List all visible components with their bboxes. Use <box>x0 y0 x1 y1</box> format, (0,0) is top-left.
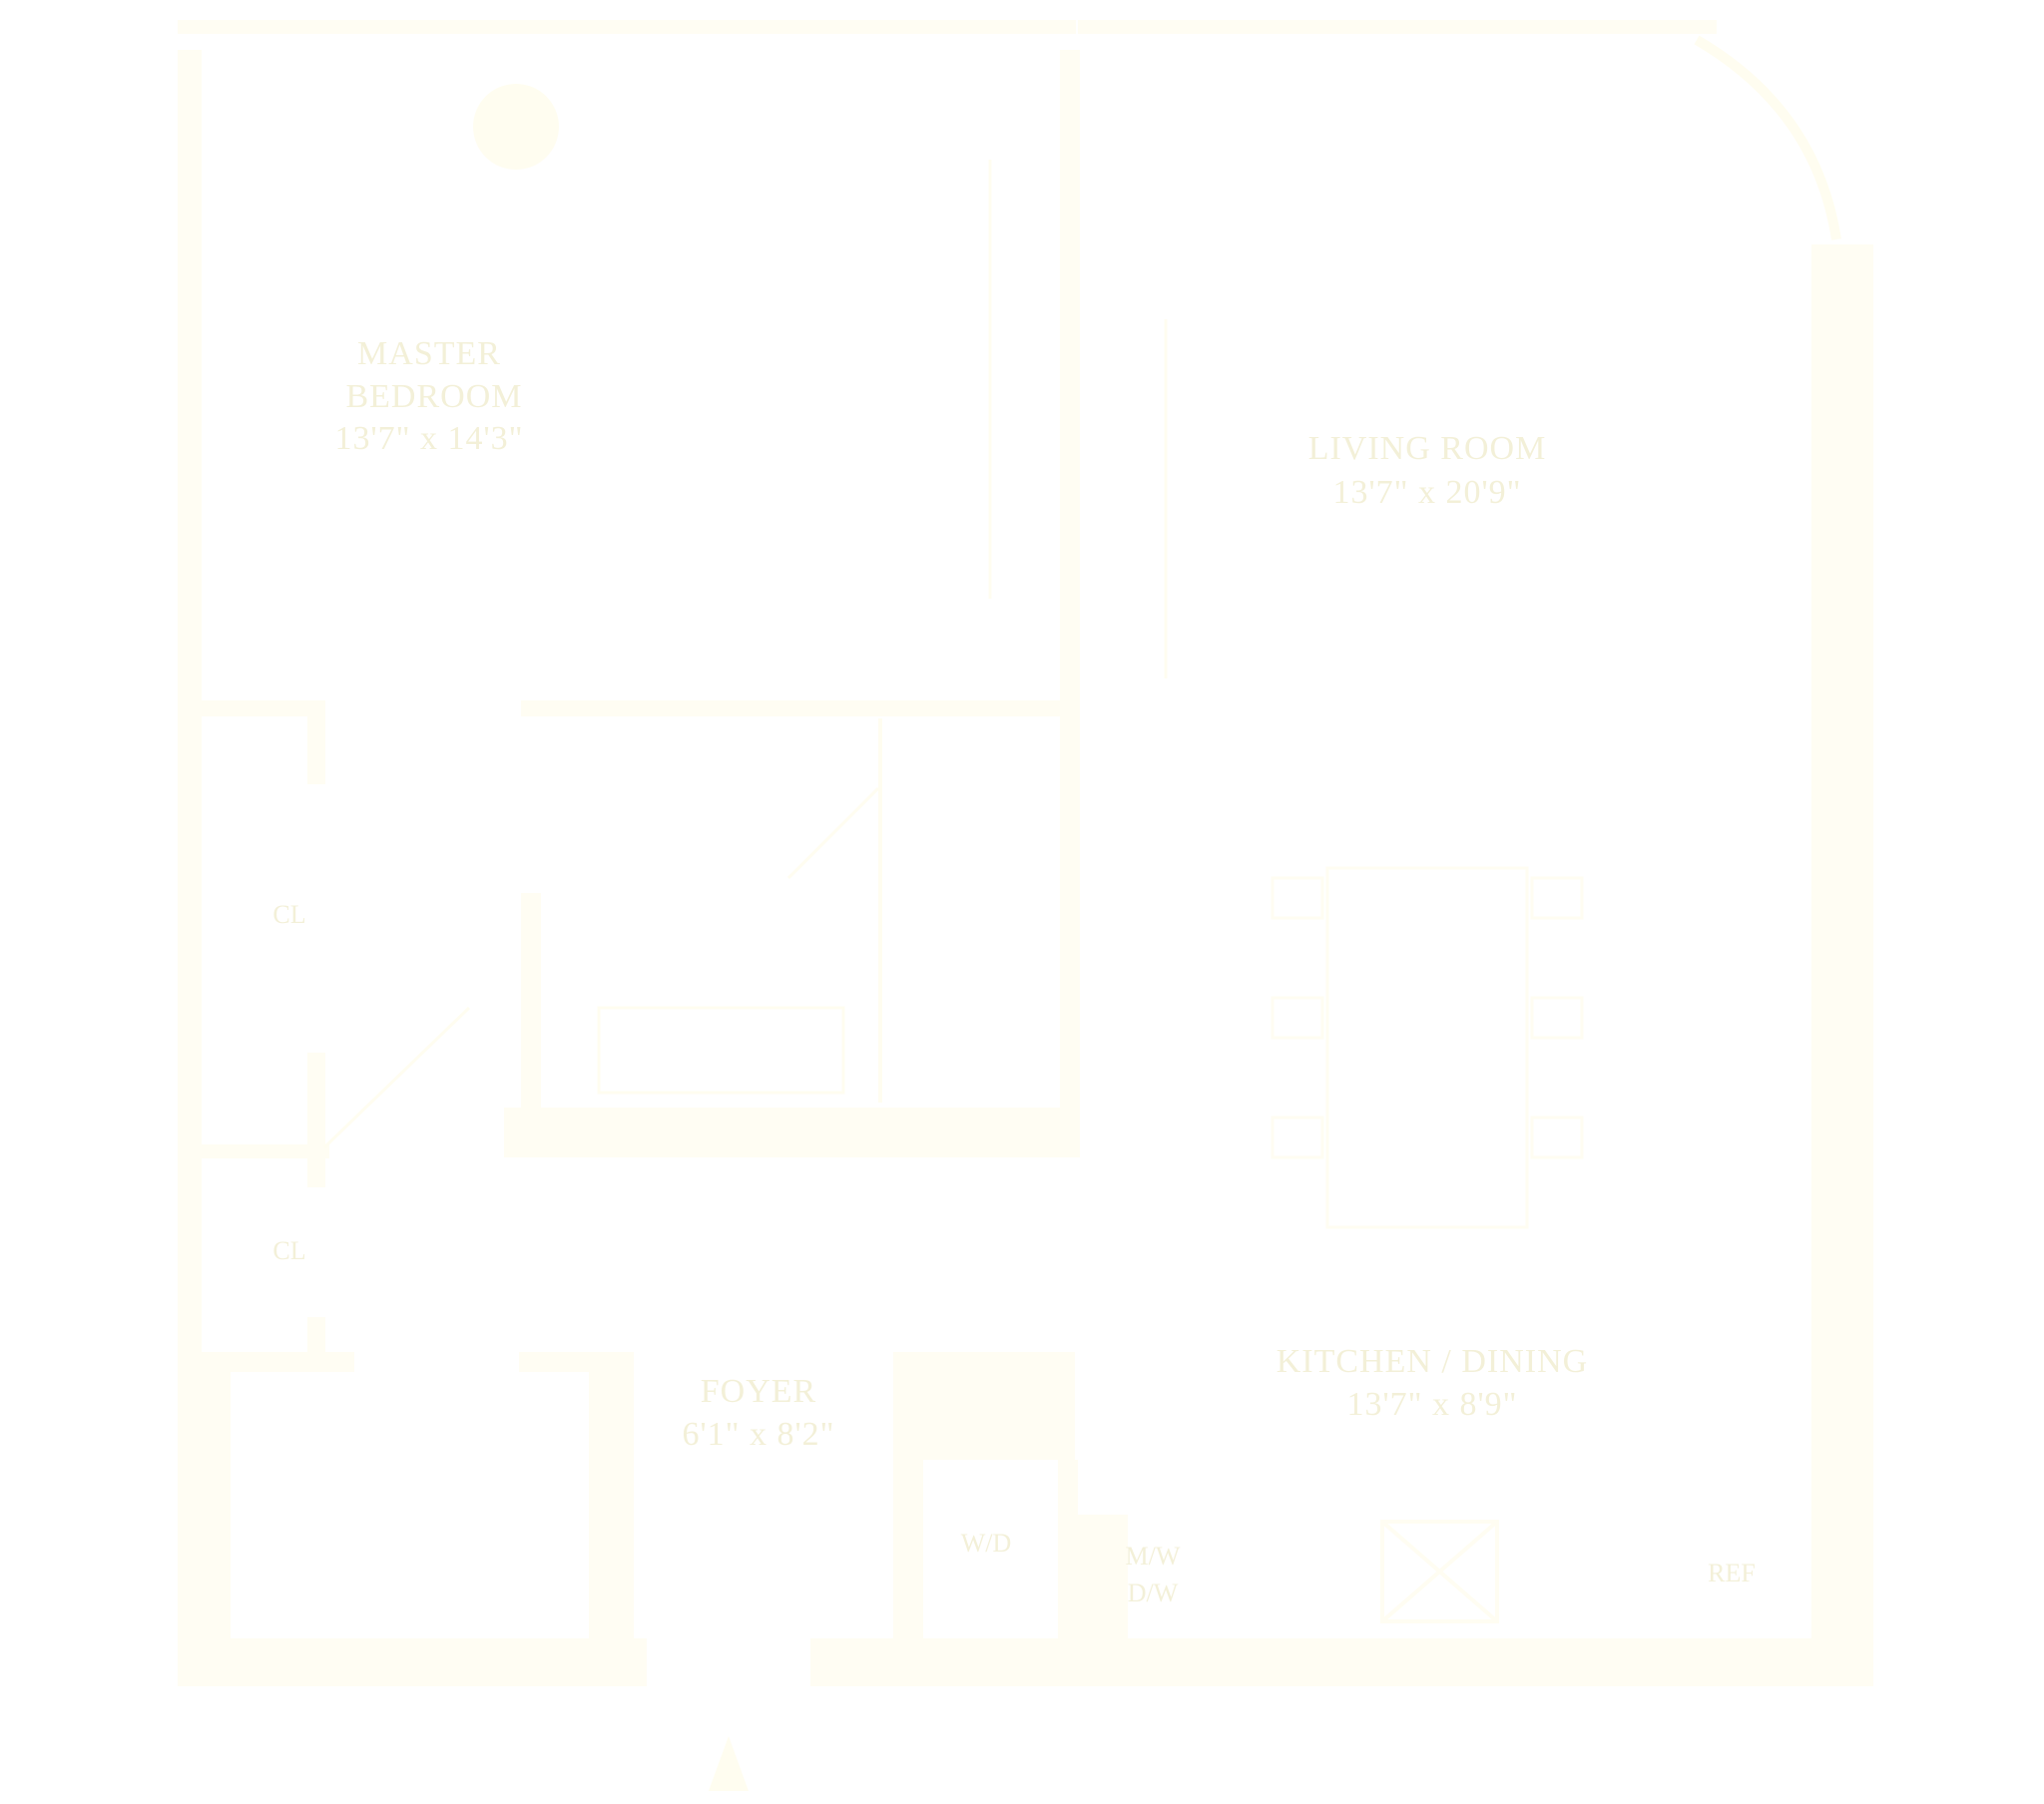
master-bedroom-label-1: MASTER <box>357 335 501 372</box>
microwave-label-2: D/W <box>1128 1578 1179 1607</box>
living-room-label: LIVING ROOM <box>1308 430 1547 467</box>
interior-walls <box>195 50 1128 1681</box>
wall-wd-east <box>1058 1460 1078 1639</box>
closet-2-label: CL <box>272 1236 305 1265</box>
closet-door-swing <box>322 1006 471 1149</box>
wall-wd-west <box>893 1460 923 1639</box>
chair-left-3 <box>1271 1116 1324 1159</box>
wall-north-east-arc <box>1694 35 1841 240</box>
stove-icon <box>1380 1520 1499 1623</box>
wall-closet-jamb <box>307 700 325 784</box>
living-room-dims: 13'7" x 20'9" <box>1332 474 1521 511</box>
closet-1-label: CL <box>272 900 305 929</box>
wall-lower-left-top-a <box>195 1352 354 1372</box>
chair-right-3 <box>1530 1116 1584 1159</box>
bath-door-swing <box>786 786 880 880</box>
wall-closet-split <box>195 1144 329 1158</box>
chair-left-2 <box>1271 996 1324 1040</box>
wall-lower-left-inner <box>195 1372 231 1641</box>
wall-south-west <box>178 1638 647 1686</box>
ref-label: REF <box>1708 1559 1756 1587</box>
stove-diag-2 <box>1380 1520 1499 1623</box>
wall-north-bedroom <box>178 20 1076 34</box>
wall-closet-east <box>307 1053 325 1187</box>
outer-walls <box>178 20 1873 1686</box>
wall-bath-south <box>504 1108 1080 1157</box>
stove-body <box>1380 1520 1499 1623</box>
wall-lower-left-east <box>589 1352 634 1681</box>
chair-right-1 <box>1530 876 1584 920</box>
master-bedroom-label-2: BEDROOM <box>345 378 522 415</box>
foyer-label: FOYER <box>701 1373 816 1410</box>
chair-right-2 <box>1530 996 1584 1040</box>
wall-east <box>1811 244 1873 1681</box>
wall-bedroom-south-right <box>521 700 1060 716</box>
dining-table <box>1271 866 1584 1229</box>
kitchen-dining-label: KITCHEN / DINING <box>1277 1343 1589 1380</box>
kitchen-dining-dims: 13'7" x 8'9" <box>1346 1386 1517 1423</box>
foyer-dims: 6'1" x 8'2" <box>682 1416 834 1453</box>
column-icon <box>473 84 559 170</box>
wall-north-living <box>1078 20 1717 34</box>
wall-bedroom-living <box>1060 50 1080 1157</box>
entry-arrow-icon <box>709 1736 749 1791</box>
wall-kitchen-counter <box>1078 1515 1128 1640</box>
master-bedroom-dims: 13'7" x 14'3" <box>334 420 523 457</box>
detail-lines <box>322 160 1168 1149</box>
chair-left-1 <box>1271 876 1324 920</box>
wall-wd-block <box>893 1352 1075 1460</box>
wall-south-east <box>810 1638 1873 1686</box>
wall-bath-west <box>521 893 541 1147</box>
wd-label: W/D <box>961 1529 1012 1558</box>
microwave-label-1: M/W <box>1126 1542 1181 1571</box>
dining-table-top <box>1325 866 1529 1229</box>
bathtub-outline <box>597 1006 845 1095</box>
wall-bedroom-south-left <box>195 700 324 716</box>
